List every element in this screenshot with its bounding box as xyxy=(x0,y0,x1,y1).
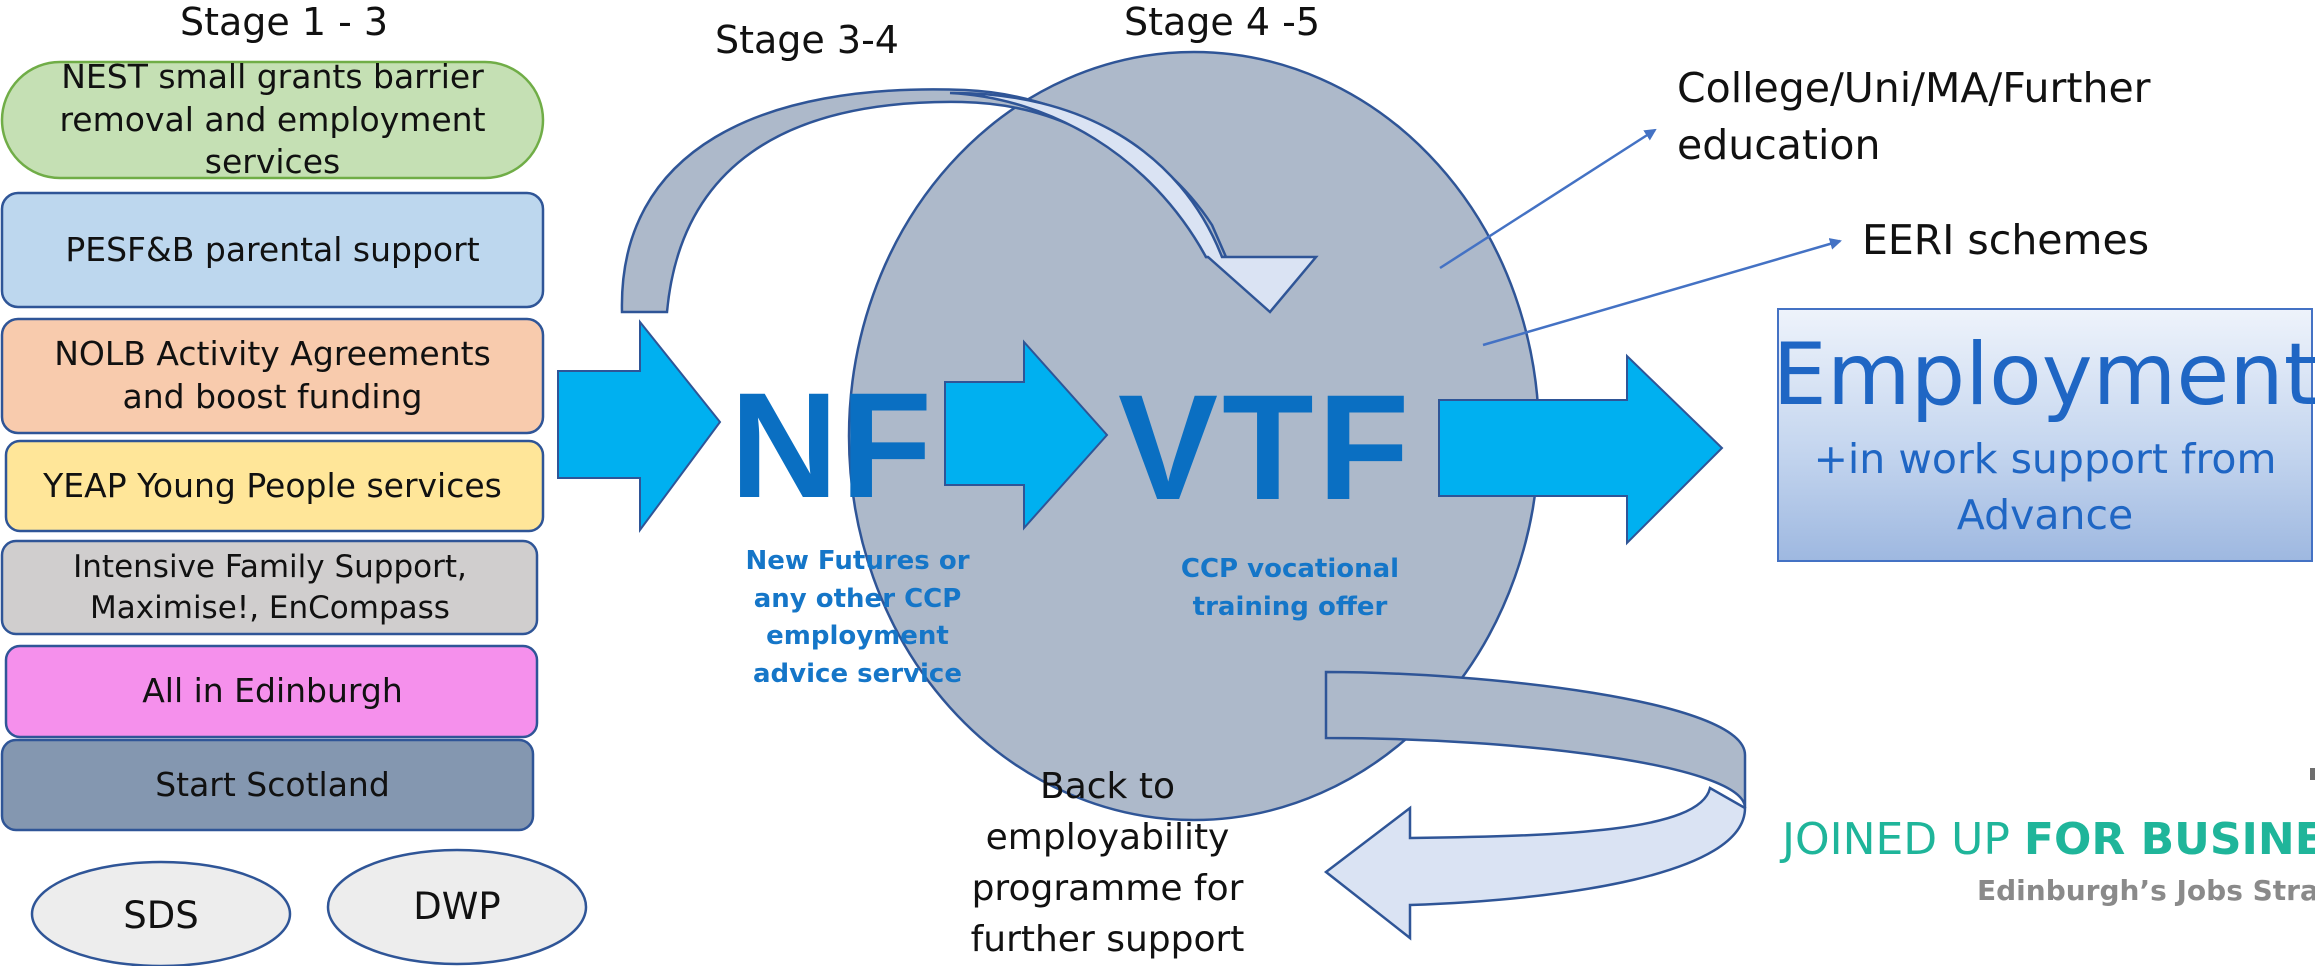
provider-box-nolb xyxy=(0,317,545,435)
outflow-arrow xyxy=(1438,353,1724,546)
further-education-label: College/Uni/MA/Further education xyxy=(1677,64,2151,170)
stage-4-5-label: Stage 4 -5 xyxy=(1124,0,1321,44)
logo-for-business: FOR BUSINESS xyxy=(2023,814,2315,865)
eeri-label: EERI schemes xyxy=(1862,216,2150,264)
provider-box-start-scotland xyxy=(0,738,535,832)
provider-box-family xyxy=(0,539,539,636)
eeri-pointer xyxy=(1482,238,1842,347)
provider-label-yeap: YEAP Young People services xyxy=(43,465,502,505)
further-education-pointer xyxy=(1439,128,1657,270)
employment-box xyxy=(1777,308,2313,562)
logo-mark-fragment xyxy=(2310,768,2315,780)
stage-1-3-label: Stage 1 - 3 xyxy=(180,0,389,44)
agency-dwp-ellipse xyxy=(326,848,588,966)
nf-label: NF xyxy=(730,361,934,529)
employment-title: Employment xyxy=(1772,325,2315,426)
bottom-loop-arrowhead xyxy=(1323,786,1747,941)
provider-label-nolb: NOLB Activity Agreements and boost fundi… xyxy=(54,334,491,416)
provider-box-all-in-edinburgh xyxy=(4,644,539,739)
joined-up-logo: JOINED UP FOR BUSINESS xyxy=(1782,818,2315,862)
agency-dwp-label: DWP xyxy=(413,884,501,928)
agency-sds-ellipse xyxy=(30,860,292,966)
bottom-loop-band xyxy=(1324,670,1747,809)
provider-label-nest: NEST small grants barrier removal and em… xyxy=(59,56,486,182)
provider-label-pesfb: PESF&B parental support xyxy=(65,229,480,269)
provider-label-start-scotland: Start Scotland xyxy=(155,764,390,804)
stage-3-4-label: Stage 3-4 xyxy=(715,18,899,62)
inflow-arrow xyxy=(557,319,722,534)
provider-label-all-in-edinburgh: All in Edinburgh xyxy=(142,671,403,711)
provider-box-nest xyxy=(0,60,545,180)
nf-caption: New Futures or any other CCP employment … xyxy=(745,546,970,690)
logo-tagline: Edinburgh’s Jobs Stra xyxy=(1977,874,2315,907)
employment-subtitle: +in work support from Advance xyxy=(1813,435,2277,539)
provider-label-family: Intensive Family Support, Maximise!, EnC… xyxy=(73,549,467,626)
agency-sds-label: SDS xyxy=(123,893,199,937)
top-loop-arrowhead xyxy=(949,91,1319,314)
vtf-label: VTF xyxy=(1118,363,1414,531)
provider-box-yeap xyxy=(4,439,545,533)
logo-joined-up: JOINED UP xyxy=(1782,814,2010,865)
nf-to-vtf-arrow xyxy=(944,339,1109,531)
vtf-caption: CCP vocational training offer xyxy=(1180,554,1400,622)
provider-box-pesfb xyxy=(0,191,545,309)
loopback-label: Back to employability programme for furt… xyxy=(970,765,1245,961)
